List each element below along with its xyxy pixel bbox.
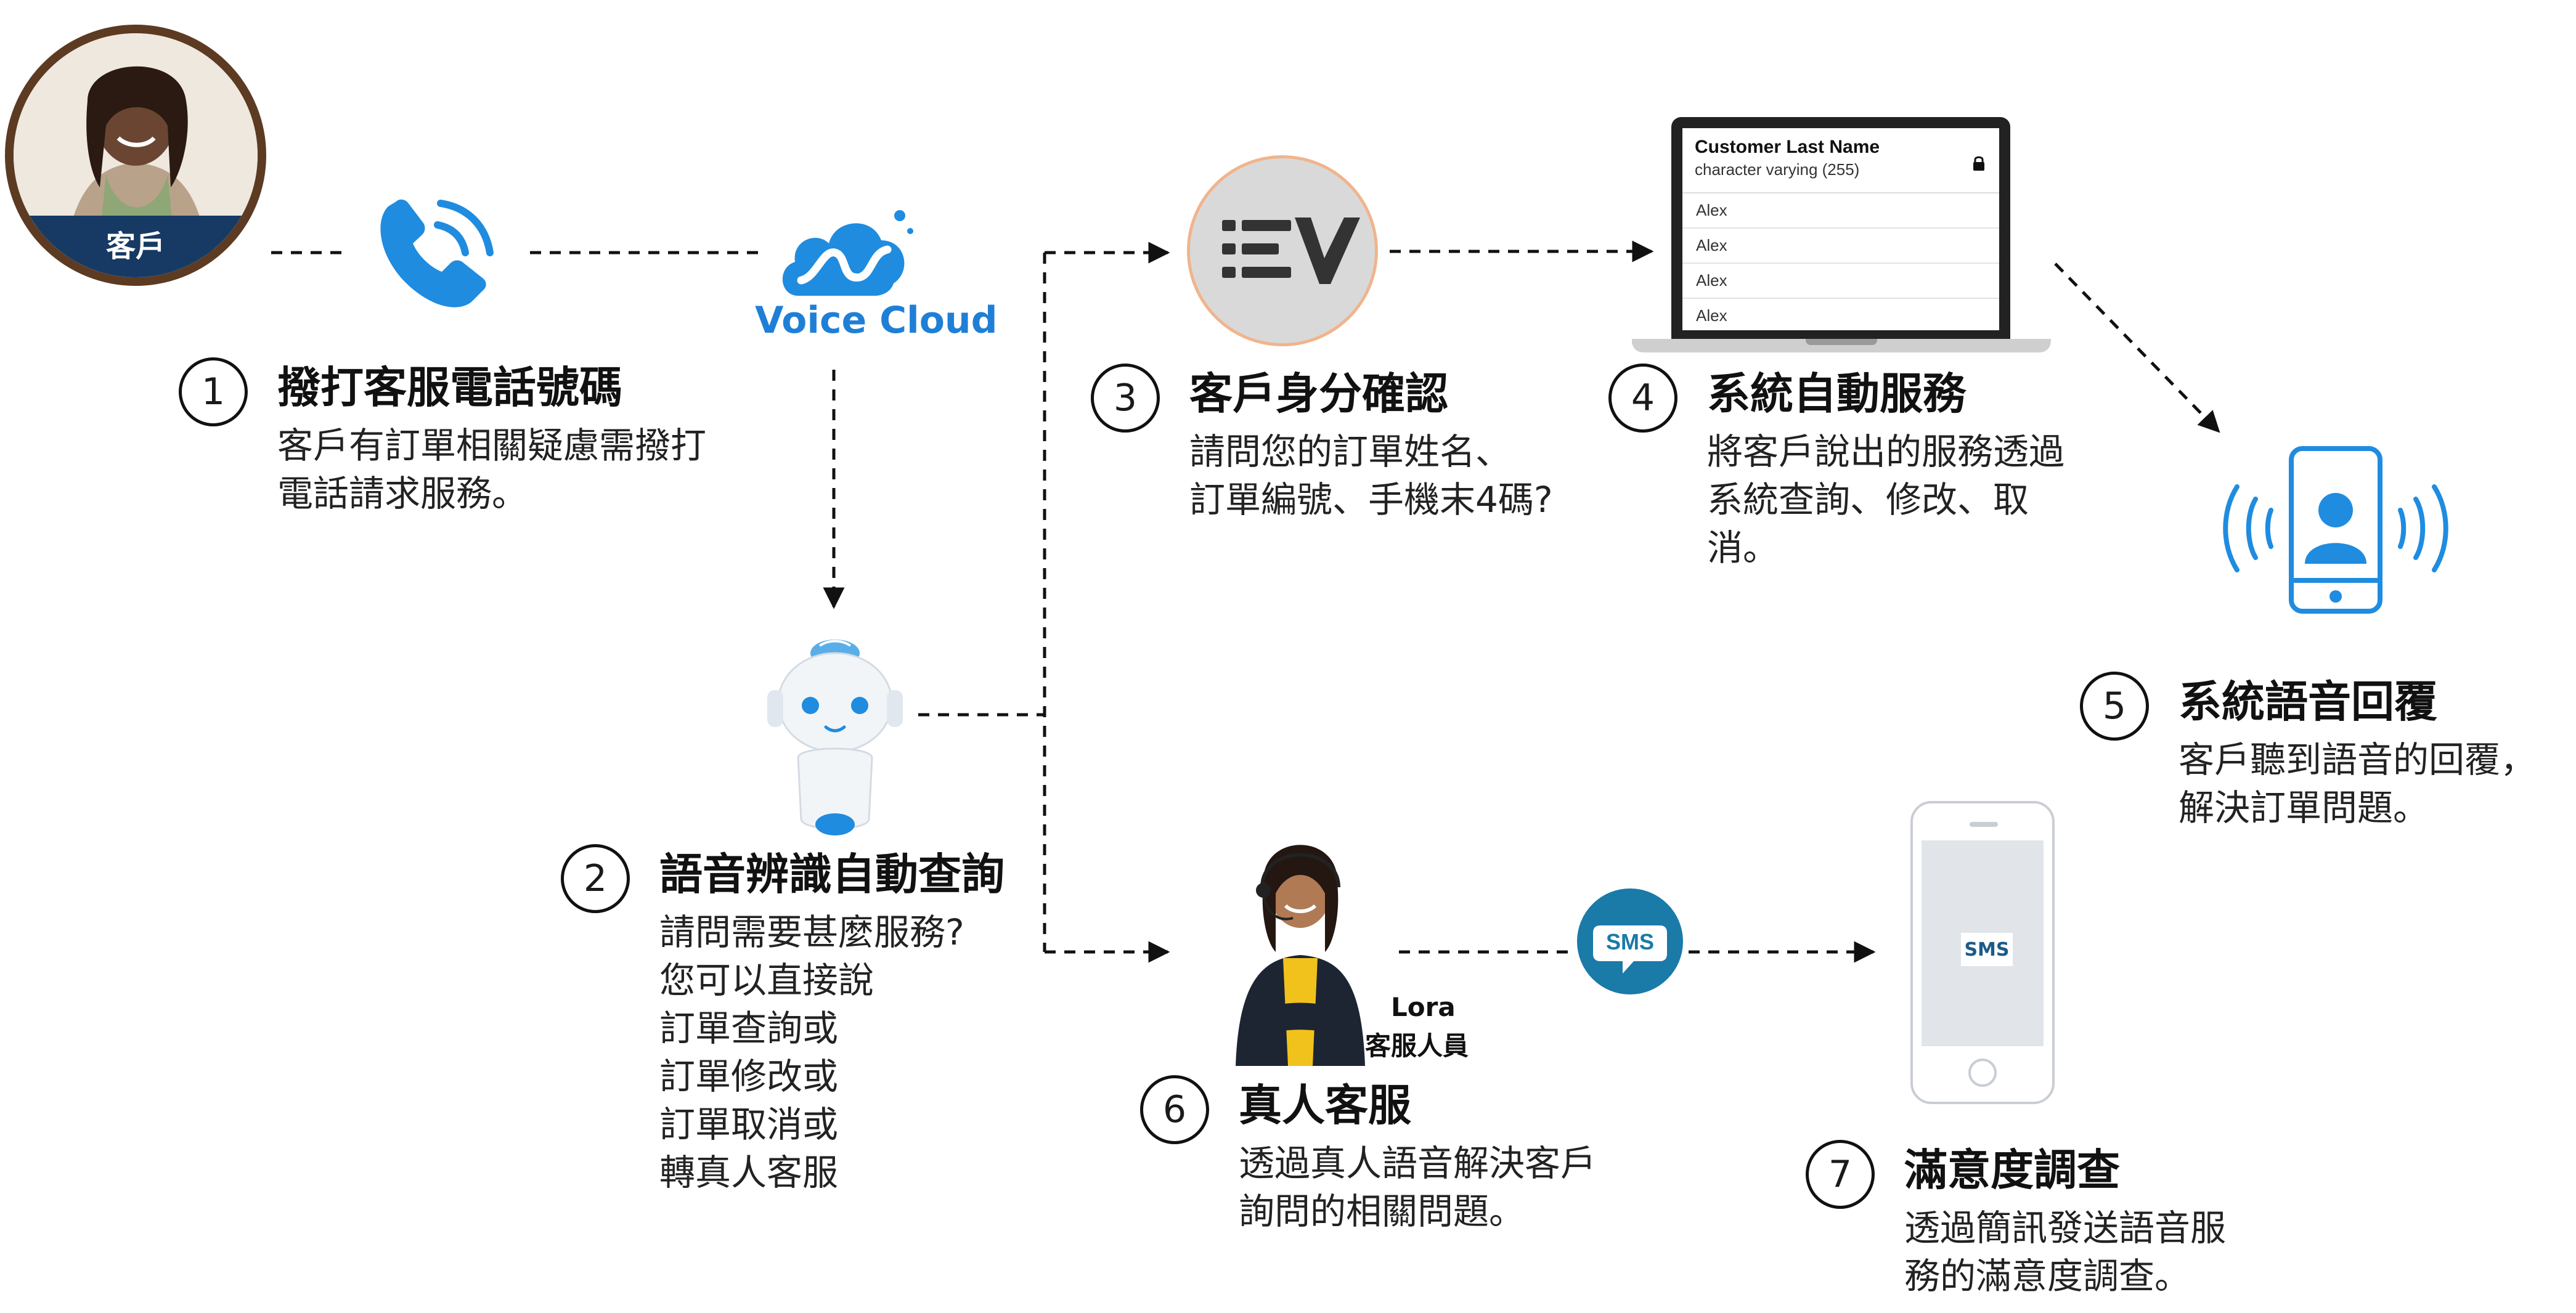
phone-call-icon	[380, 199, 494, 307]
column-type: character varying (255)	[1695, 160, 1860, 179]
table-row: Alex	[1682, 193, 1999, 229]
customer-caption: 客戶	[14, 216, 258, 277]
connector-laptop-phone	[2054, 262, 2220, 433]
sms-bubble-icon	[1577, 888, 1683, 994]
voice-cloud-label: Voice Cloud	[755, 299, 998, 342]
robot-assistant-icon	[767, 640, 903, 835]
step-title: 系統自動服務	[1707, 368, 1966, 419]
sms-screen-label: SMS	[1961, 933, 2013, 966]
laptop-screen: Customer Last Name character varying (25…	[1671, 117, 2010, 339]
table-row: Alex	[1682, 229, 1999, 264]
verification-badge	[1187, 155, 1378, 346]
step-description: 透過簡訊發送語音服 務的滿意度調查。	[1904, 1207, 2227, 1297]
column-title: Customer Last Name	[1695, 137, 1880, 157]
step-description: 透過真人語音解決客戶 詢問的相關問題。	[1239, 1142, 1597, 1232]
survey-phone: SMS	[1910, 801, 2055, 1104]
agent-name: Lora	[1391, 992, 1456, 1022]
laptop-base	[1632, 339, 2051, 352]
mobile-voice-reply-icon	[2223, 446, 2448, 614]
step-number: 1	[179, 357, 248, 426]
step-number: 6	[1140, 1075, 1209, 1144]
database-card: Customer Last Name character varying (25…	[1682, 128, 1999, 330]
table-row: Alex	[1696, 306, 1727, 325]
voice-cloud-logo-icon	[782, 210, 913, 296]
step-description: 請問需要甚麼服務? 您可以直接說 訂單查詢或 訂單修改或 訂單取消或 轉真人客服	[659, 911, 964, 1193]
step-description: 客戶有訂單相關疑慮需撥打 電話請求服務。	[277, 425, 707, 514]
phone-home-button	[1968, 1059, 1997, 1087]
laptop-notch	[1806, 339, 1877, 345]
column-header: Customer Last Name character varying (25…	[1682, 128, 1999, 193]
lock-icon	[1973, 156, 1984, 171]
step-number: 2	[561, 844, 630, 913]
phone-speaker	[1970, 822, 1998, 827]
step-title: 系統語音回覆	[2179, 677, 2437, 727]
agent-role: 客服人員	[1365, 1031, 1469, 1061]
step-description: 請問您的訂單姓名、 訂單編號、手機末4碼?	[1189, 431, 1553, 521]
id-verify-icon	[1222, 217, 1360, 284]
step-title: 滿意度調查	[1904, 1145, 2120, 1195]
step-title: 真人客服	[1239, 1080, 1411, 1131]
step-number: 3	[1091, 364, 1160, 433]
step-title: 語音辨識自動查詢	[659, 849, 1005, 900]
customer-avatar: 客戶	[5, 25, 266, 286]
step-number: 4	[1608, 364, 1677, 433]
step-title: 客戶身分確認	[1189, 368, 1448, 419]
step-number: 7	[1806, 1140, 1875, 1209]
step-title: 撥打客服電話號碼	[277, 362, 622, 413]
step-description: 將客戶說出的服務透過 系統查詢、修改、取 消。	[1707, 431, 2065, 569]
step-number: 5	[2080, 672, 2149, 741]
step-description: 客戶聽到語音的回覆， 解決訂單問題。	[2179, 739, 2537, 829]
table-row: Alex	[1682, 264, 1999, 299]
phone-screen: SMS	[1922, 840, 2044, 1046]
agent-person-figure	[1236, 845, 1365, 1066]
sms-bubble-label: SMS	[1605, 929, 1654, 954]
